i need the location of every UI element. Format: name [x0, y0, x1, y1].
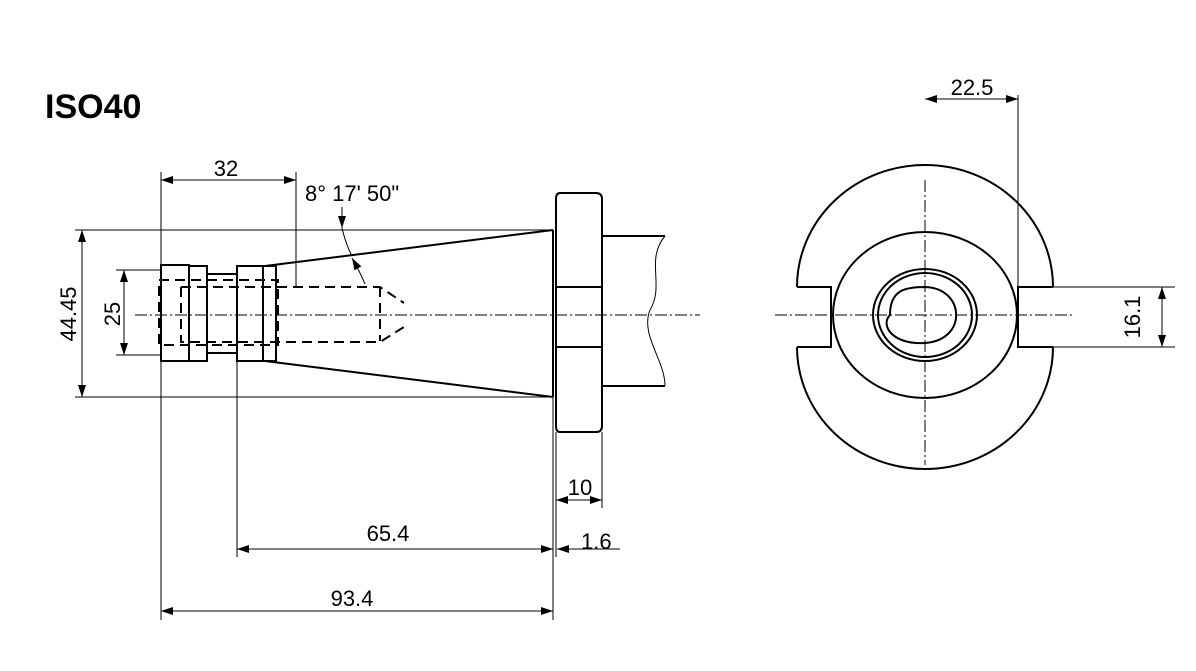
dim-65-4: 65.4: [367, 521, 410, 546]
end-view: 22.5 16.1: [775, 75, 1175, 470]
dim-22-5: 22.5: [951, 75, 994, 100]
dim-1-6: 1.6: [581, 529, 612, 554]
side-view: 32 8° 17' 50" 44.45 25 10 65.4 1.6 93.4: [56, 156, 700, 620]
dim-25: 25: [100, 302, 125, 326]
shank: [602, 235, 665, 387]
thread-hole: [885, 286, 958, 345]
drive-slots: [797, 286, 1053, 348]
dim-taper-angle: 8° 17' 50": [305, 181, 399, 206]
inner-ring: [832, 231, 1018, 399]
dim-32: 32: [214, 156, 238, 181]
dim-93-4: 93.4: [331, 586, 374, 611]
taper-bottom: [264, 360, 554, 398]
dim-10: 10: [568, 475, 592, 500]
flange: [555, 192, 603, 433]
outer-flange: [796, 164, 1054, 470]
dim-44-45: 44.45: [56, 286, 81, 341]
extension-lines: [75, 172, 603, 620]
drawing-title: ISO40: [45, 88, 141, 126]
dim-16-1: 16.1: [1120, 296, 1145, 339]
taper-top: [264, 229, 554, 267]
